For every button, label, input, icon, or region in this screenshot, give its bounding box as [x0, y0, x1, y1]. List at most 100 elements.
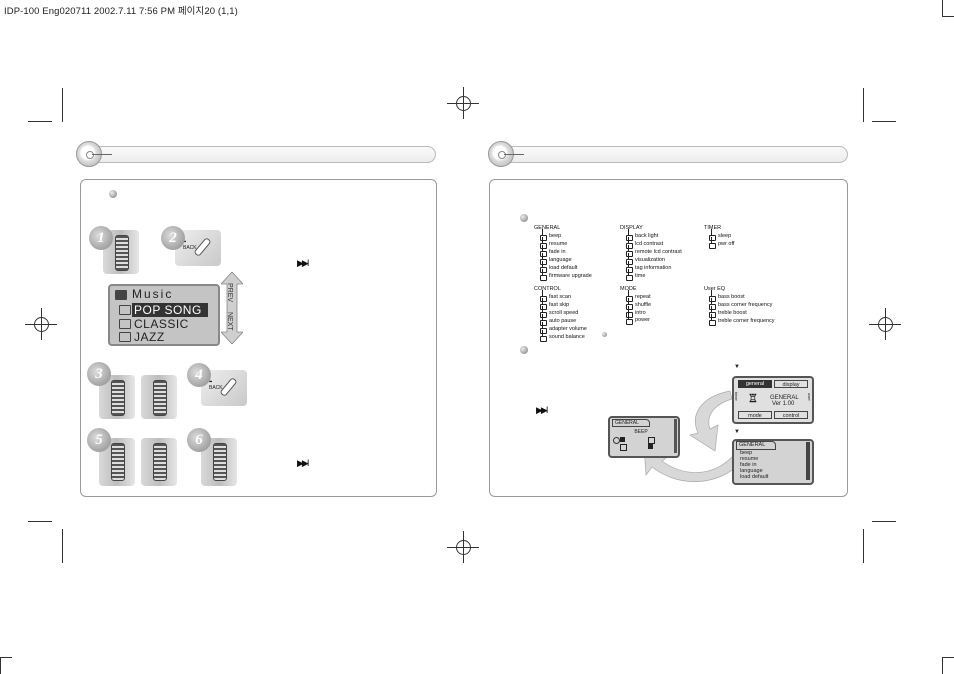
crop-mark [872, 121, 896, 122]
tree-item: adapter volume [540, 322, 587, 334]
tree-item: remote lcd contrast [626, 245, 682, 257]
lcd-item: CLASSIC [134, 317, 189, 331]
back-label: BACK [183, 245, 197, 251]
list-item: language [740, 468, 763, 474]
prev-label: PREV [226, 283, 233, 303]
checkbox-icon [620, 437, 625, 442]
step-badge-3: 3 [87, 362, 111, 386]
tree-item: pwr off [708, 237, 735, 249]
crop-mark [942, 657, 943, 674]
list-item: beep [740, 450, 753, 456]
beep-title: BEEP [634, 429, 648, 435]
tree-item: sound balance [540, 330, 585, 342]
fast-forward-icon: ▶▶I [297, 458, 309, 468]
pointer-triangle: ▼ [734, 364, 740, 370]
fast-forward-icon: ▶▶I [536, 405, 548, 415]
step-badge-4: 4 [187, 363, 211, 387]
side-label-timer: timer [734, 392, 739, 401]
tree-item: scroll speed [539, 306, 579, 318]
tree-item: resume [539, 237, 568, 249]
tab-display: display [774, 380, 808, 388]
tab-mode: mode [738, 411, 772, 419]
tree-item: intro [626, 306, 646, 318]
tab-control: control [774, 411, 808, 419]
registration-mark [447, 531, 479, 563]
tree-item: time [625, 269, 646, 281]
side-label-user: user [807, 393, 812, 401]
radio-icon [613, 437, 620, 444]
crop-mark [62, 88, 63, 122]
crop-mark [62, 529, 63, 563]
list-item: load default [740, 474, 769, 480]
tree-head-timer: TIMER [704, 225, 722, 231]
step-badge-2: 2 [161, 226, 185, 250]
main-menu-screen: general display mode control timer user … [732, 376, 814, 424]
print-header: IDP-100 Eng020711 2002.7.11 7:56 PM 페이지2… [4, 6, 238, 17]
crop-mark [863, 88, 864, 122]
registration-mark [869, 308, 901, 340]
folder-icon [119, 319, 131, 329]
tree-item: firmware upgrade [540, 269, 592, 281]
tree-head-usereq: User EQ [704, 286, 726, 292]
tree-item: visualization [626, 253, 665, 265]
prev-next-arrows [221, 272, 243, 344]
crop-mark [872, 521, 896, 522]
crop-mark [0, 657, 1, 674]
folder-icon [115, 290, 127, 300]
next-label: NEXT [226, 312, 233, 331]
lcd-music-menu: Music POP SONG CLASSIC JAZZ [108, 284, 220, 346]
left-title-bar [80, 146, 436, 163]
tree-item: language [540, 253, 572, 265]
tree-head-mode: MODE [620, 286, 637, 292]
tree-item: treble corner frequency [709, 314, 775, 326]
tree-item: treble boost [709, 306, 747, 318]
checkbox-icon [648, 444, 653, 449]
scrollbar [806, 442, 810, 480]
crop-mark [863, 529, 864, 563]
jog-wheel [115, 235, 129, 271]
lcd-title-text: Music [132, 287, 174, 301]
crop-mark [28, 521, 52, 522]
small-bullet [602, 332, 607, 337]
player-device-1 [103, 230, 139, 274]
player-device-5b [141, 438, 177, 486]
tree-item: shuffle [625, 298, 652, 310]
beep-tab: GENERAL [612, 419, 650, 427]
folder-icon [119, 332, 131, 342]
list-tab: GENERAL [736, 441, 776, 450]
tree-item: fast scan [539, 290, 572, 302]
fast-forward-icon: ▶▶I [297, 258, 309, 268]
pointer-triangle: ▼ [734, 429, 740, 435]
tab-general: general [738, 380, 772, 388]
title-tick [504, 154, 524, 155]
lcd-item: JAZZ [134, 330, 165, 344]
tree-head-general: GENERAL [534, 225, 561, 231]
section-bullet [109, 190, 117, 198]
crop-mark [942, 0, 943, 17]
general-list-screen: GENERAL beep resume fade in language loa… [732, 439, 814, 485]
tree-head-control: CONTROL [534, 286, 561, 292]
tree-item: load default [539, 261, 578, 273]
right-title-bar [494, 146, 848, 163]
section-bullet [520, 214, 528, 222]
registration-mark [25, 308, 57, 340]
tree-item: sleep [708, 229, 732, 241]
player-device-3b [141, 375, 177, 419]
checkbox-icon [648, 437, 655, 444]
lcd-item-selected: POP SONG [132, 303, 208, 317]
folder-icon [119, 305, 131, 315]
step-badge-6: 6 [187, 428, 211, 452]
main-screen-name: GENERAL [770, 395, 799, 401]
tree-item: tag information [625, 261, 672, 273]
list-item: resume [740, 456, 759, 462]
tree-item: bass corner frequency [708, 298, 773, 310]
tree-item: auto pause [539, 314, 577, 326]
list-item: fade in [740, 462, 757, 468]
crop-mark [28, 121, 52, 122]
scrollbar [674, 419, 677, 453]
crop-mark [942, 657, 954, 658]
crop-mark [0, 657, 12, 658]
step-badge-5: 5 [87, 428, 111, 452]
tree-item: beep [539, 229, 562, 241]
tree-head-display: DISPLAY [620, 225, 643, 231]
